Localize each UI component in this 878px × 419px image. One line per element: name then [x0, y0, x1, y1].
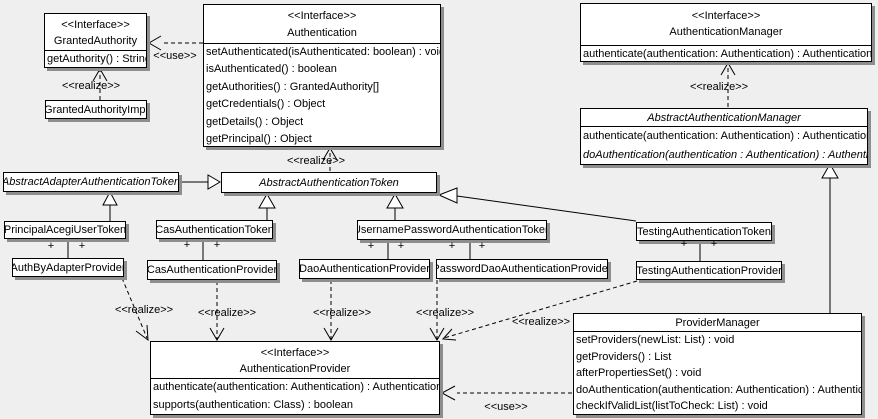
- method: setAuthenticated(isAuthenticated: boolea…: [206, 46, 440, 58]
- association-end-plus: +: [448, 240, 456, 252]
- stereotype: <<Interface>>: [61, 19, 130, 31]
- use-label: <<use>>: [484, 401, 528, 413]
- association-end-plus: +: [183, 239, 191, 251]
- realize-label: <<realize>>: [114, 304, 174, 316]
- method: authenticate(authentication: Authenticat…: [583, 130, 867, 142]
- class-name: PrincipalAcegiUserToken: [4, 224, 126, 236]
- class-authentication-provider: <<Interface>> AuthenticationProvider aut…: [150, 341, 440, 415]
- class-name: AbstractAuthenticationManager: [647, 111, 801, 124]
- method: supports(authentication: Class) : boolea…: [153, 398, 353, 411]
- edge-principal-to-abstract-adapter: [102, 190, 118, 221]
- edge-cas-token-to-abstract-token: [258, 192, 276, 220]
- method-compartment: authenticate(authentication: Authenticat…: [581, 45, 871, 61]
- edge-usernamepassword-to-abstract-token: [386, 192, 404, 220]
- realize-label: <<realize>>: [689, 81, 749, 93]
- method: getDetails() : Object: [206, 115, 304, 128]
- class-name: PasswordDaoAuthenticationProvider: [436, 263, 608, 275]
- stereotype: <<Interface>>: [691, 10, 761, 22]
- method: setProviders(newList: List) : void: [576, 334, 735, 346]
- class-name: AuthByAdapterProvider: [12, 261, 124, 274]
- method: authenticate(authentication: Authenticat…: [583, 48, 871, 60]
- class-granted-authority-impl: GrantedAuthorityImpl: [45, 100, 147, 119]
- class-name: GrantedAuthorityImpl: [45, 103, 147, 116]
- association-end-plus: +: [680, 238, 688, 250]
- stereotype: <<Interface>>: [260, 347, 330, 359]
- class-authentication-manager: <<Interface>> AuthenticationManager auth…: [580, 3, 872, 62]
- method-compartment: setProviders(newList: List) : void getPr…: [574, 331, 861, 414]
- stereotype: <<Interface>>: [287, 10, 357, 22]
- class-abstract-authentication-token: AbstractAuthenticationToken: [221, 172, 437, 193]
- realize-label: <<realize>>: [415, 307, 475, 319]
- class-username-password-authentication-token: UsernamePasswordAuthenticationToken: [357, 220, 547, 240]
- method: isAuthenticated() : boolean: [206, 63, 337, 76]
- method-compartment: authenticate(authentication: Authenticat…: [581, 126, 867, 164]
- method: authenticate(authentication: Authenticat…: [153, 381, 439, 393]
- method: checkIfValidList(listToCheck: List) : vo…: [576, 400, 768, 413]
- class-dao-authentication-provider: DaoAuthenticationProvider: [299, 259, 430, 279]
- class-cas-authentication-token: CasAuthenticationToken: [156, 220, 273, 239]
- class-name: ProviderManager: [675, 316, 760, 329]
- class-name: TestingAuthenticationProvider: [636, 264, 782, 277]
- association-end-plus: +: [78, 240, 86, 252]
- method: afterPropertiesSet() : void: [576, 367, 702, 380]
- edge-provider-manager-use-authentication-provider: [440, 385, 572, 401]
- class-name: GrantedAuthority: [53, 35, 138, 47]
- class-granted-authority: <<Interface>> GrantedAuthority getAuthor…: [44, 13, 147, 68]
- class-testing-authentication-token: TestingAuthenticationToken: [636, 222, 772, 241]
- method: getPrincipal() : Object: [206, 133, 312, 146]
- class-name: AbstractAdapterAuthenticationToken: [3, 176, 179, 188]
- method-compartment: setAuthenticated(isAuthenticated: boolea…: [204, 43, 440, 146]
- class-authentication: <<Interface>> Authentication setAuthenti…: [203, 4, 441, 147]
- class-password-dao-authentication-provider: PasswordDaoAuthenticationProvider: [436, 259, 608, 279]
- edge-testing-token-to-abstract-token: [437, 187, 637, 222]
- class-abstract-adapter-authentication-token: AbstractAdapterAuthenticationToken: [3, 172, 179, 192]
- association-end-plus: +: [478, 240, 486, 252]
- edge-abstract-adapter-to-abstract-token: [179, 174, 221, 190]
- association-end-plus: +: [47, 240, 55, 252]
- realize-label: <<realize>>: [197, 307, 257, 319]
- class-name: CasAuthenticationProvider: [147, 264, 277, 276]
- association-end-plus: +: [710, 238, 718, 250]
- method-compartment: getAuthority() : String: [45, 50, 146, 67]
- method: getProviders() : List: [576, 350, 672, 363]
- association-end-plus: +: [397, 240, 405, 252]
- realize-label: <<realize>>: [312, 307, 372, 319]
- use-label: <<use>>: [153, 50, 197, 62]
- realize-label: <<realize>>: [61, 80, 121, 92]
- class-provider-manager: ProviderManager setProviders(newList: Li…: [573, 313, 862, 415]
- class-cas-authentication-provider: CasAuthenticationProvider: [147, 260, 277, 280]
- class-name: AbstractAuthenticationToken: [259, 176, 399, 189]
- realize-label: <<realize>>: [286, 155, 346, 167]
- class-name: AuthenticationProvider: [239, 363, 351, 375]
- class-name: AuthenticationManager: [669, 26, 783, 38]
- class-auth-by-adapter-provider: AuthByAdapterProvider: [12, 258, 124, 277]
- method-compartment: authenticate(authentication: Authenticat…: [151, 378, 439, 414]
- method: getAuthority() : String: [47, 53, 146, 65]
- class-name: UsernamePasswordAuthenticationToken: [357, 224, 547, 236]
- method: doAuthentication(authentication: Authent…: [576, 383, 861, 396]
- edge-provider-manager-to-abstract-manager: [821, 162, 839, 313]
- realize-label: <<realize>>: [511, 316, 571, 328]
- class-testing-authentication-provider: TestingAuthenticationProvider: [636, 261, 782, 280]
- class-principal-acegi-user-token: PrincipalAcegiUserToken: [4, 221, 126, 239]
- class-name: DaoAuthenticationProvider: [299, 263, 430, 275]
- class-name: Authentication: [287, 27, 357, 39]
- class-abstract-authentication-manager: AbstractAuthenticationManager authentica…: [580, 108, 868, 165]
- association-end-plus: +: [367, 240, 375, 252]
- class-name: CasAuthenticationToken: [156, 223, 273, 236]
- method: getCredentials() : Object: [206, 98, 326, 111]
- method: getAuthorities() : GrantedAuthority[]: [206, 80, 380, 93]
- method: doAuthentication(authentication : Authen…: [583, 149, 867, 161]
- class-name: TestingAuthenticationToken: [637, 225, 771, 238]
- association-lines: [67, 239, 701, 261]
- association-end-plus: +: [213, 239, 221, 251]
- edge-authentication-use-granted-authority: [148, 35, 203, 51]
